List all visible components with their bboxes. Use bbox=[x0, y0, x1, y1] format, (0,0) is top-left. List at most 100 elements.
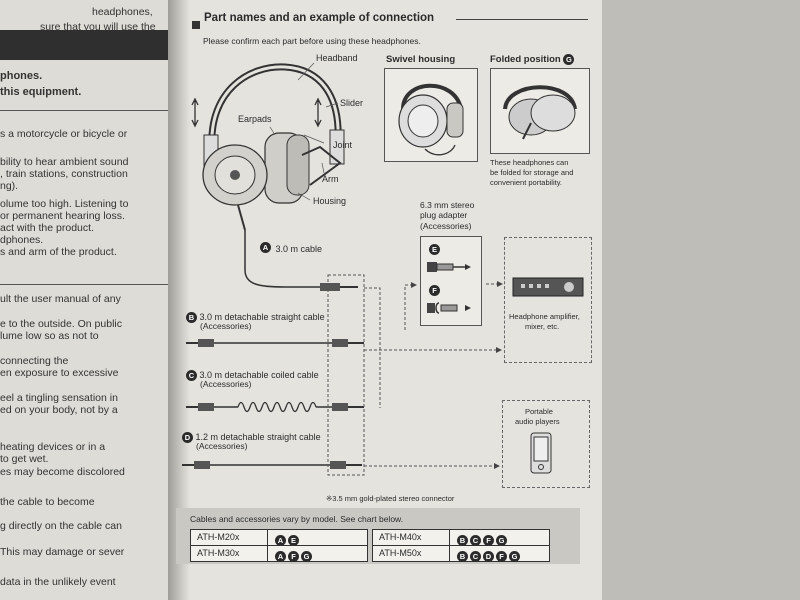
portable-panel: Portable audio players bbox=[502, 400, 590, 488]
swivel-illustration bbox=[398, 83, 464, 156]
adapter-f-icon bbox=[427, 302, 471, 314]
amp-label-1: Headphone amplifier, bbox=[509, 312, 580, 321]
badge: C bbox=[470, 535, 481, 547]
badge: A bbox=[275, 551, 286, 563]
label-earpads: Earpads bbox=[238, 114, 272, 124]
left-page-line: s a motorcycle or bicycle or bbox=[0, 128, 128, 140]
badge: C bbox=[470, 551, 481, 563]
divider bbox=[0, 284, 178, 285]
left-page: headphones, sure that you will use the pho… bbox=[0, 0, 178, 600]
left-page-line: ult the user manual of any bbox=[0, 293, 121, 305]
player-icon bbox=[530, 432, 552, 474]
connection-lines bbox=[327, 274, 503, 476]
left-page-line: connecting the bbox=[0, 355, 69, 367]
badge: F bbox=[288, 551, 299, 563]
left-page-line: phones. bbox=[0, 70, 43, 82]
label-housing: Housing bbox=[313, 196, 347, 206]
left-page-line: s and arm of the product. bbox=[0, 246, 117, 258]
left-page-line: lume low so as not to bbox=[0, 330, 99, 342]
model-name: ATH-M50x bbox=[379, 548, 422, 558]
badge: B bbox=[457, 535, 468, 547]
left-page-line: e to the outside. On public bbox=[0, 318, 122, 330]
cable-d-sub: (Accessories) bbox=[196, 441, 248, 451]
cable-c-illustration bbox=[186, 401, 364, 413]
divider bbox=[449, 546, 450, 561]
portable-label-1: Portable bbox=[525, 407, 553, 416]
label-slider: Slider bbox=[340, 98, 364, 108]
cable-b-title: B 3.0 m detachable straight cable bbox=[186, 312, 325, 324]
swivel-panel bbox=[384, 68, 478, 162]
badge: G bbox=[301, 551, 312, 563]
divider bbox=[267, 530, 268, 545]
cable-a-text: 3.0 m cable bbox=[275, 244, 322, 254]
left-page-line: act with the product. bbox=[0, 222, 94, 234]
cable-b-illustration bbox=[186, 339, 364, 347]
adapter-e-icon bbox=[427, 262, 471, 272]
headphones-illustration bbox=[191, 62, 345, 231]
model-name: ATH-M40x bbox=[379, 532, 422, 542]
left-page-line: sure that you will use the bbox=[40, 21, 156, 33]
badge-g: G bbox=[563, 54, 575, 65]
cable-a-illustration bbox=[244, 230, 358, 291]
model-name: ATH-M30x bbox=[197, 548, 240, 558]
left-page-line: , train stations, construction bbox=[0, 168, 128, 180]
model-name: ATH-M20x bbox=[197, 532, 240, 542]
left-page-line: data in the unlikely event bbox=[0, 576, 116, 588]
label-joint: Joint bbox=[333, 140, 353, 150]
badge: G bbox=[509, 551, 520, 563]
amp-panel: Headphone amplifier, mixer, etc. bbox=[504, 237, 592, 363]
left-page-line: headphones, bbox=[92, 6, 153, 18]
folded-panel bbox=[490, 68, 590, 154]
badge-d: D bbox=[182, 432, 193, 444]
adapter-label-1: 6.3 mm stereo bbox=[420, 200, 475, 210]
cable-d-text: 1.2 m detachable straight cable bbox=[195, 432, 321, 442]
adapter-label-2: plug adapter bbox=[420, 210, 468, 220]
adapter-panel: E F bbox=[420, 236, 482, 326]
folded-note-3: convenient portability. bbox=[490, 178, 562, 187]
left-page-line: en exposure to excessive bbox=[0, 367, 119, 379]
badge: A bbox=[275, 535, 286, 547]
left-page-line: the cable to become bbox=[0, 496, 95, 508]
left-page-line: to get wet. bbox=[0, 453, 49, 465]
left-page-line: es may become discolored bbox=[0, 466, 125, 478]
folded-title: Folded position G bbox=[490, 54, 575, 66]
badge: D bbox=[483, 551, 494, 563]
cable-a-label: A 3.0 m cable bbox=[260, 239, 322, 257]
model-note: Cables and accessories vary by model. Se… bbox=[190, 514, 404, 524]
connector-note: ※3.5 mm gold-plated stereo connector bbox=[326, 494, 455, 503]
left-page-line: This may damage or sever bbox=[0, 546, 125, 558]
divider bbox=[449, 530, 450, 545]
section-bullet bbox=[192, 21, 200, 29]
left-page-line: bility to hear ambient sound bbox=[0, 156, 129, 168]
badge: F bbox=[496, 551, 507, 563]
badge-b: B bbox=[186, 312, 197, 324]
left-page-line: this equipment. bbox=[0, 86, 82, 98]
cable-c-sub: (Accessories) bbox=[200, 379, 252, 389]
label-arm: Arm bbox=[322, 174, 339, 184]
cable-d-title: D 1.2 m detachable straight cable bbox=[182, 432, 321, 444]
label-headband: Headband bbox=[316, 53, 358, 63]
left-page-line: g directly on the cable can bbox=[0, 520, 122, 532]
folded-title-text: Folded position bbox=[490, 54, 561, 66]
section-subtitle: Please confirm each part before using th… bbox=[203, 36, 421, 46]
badge-c: C bbox=[186, 370, 197, 382]
badge-f: F bbox=[429, 285, 440, 296]
swivel-title: Swivel housing bbox=[386, 54, 456, 65]
folded-illustration bbox=[503, 85, 577, 140]
left-page-line: dphones. bbox=[0, 234, 44, 246]
title-rule bbox=[456, 19, 588, 20]
black-banner bbox=[0, 30, 178, 60]
cable-c-title: C 3.0 m detachable coiled cable bbox=[186, 370, 319, 382]
model-chart: Cables and accessories vary by model. Se… bbox=[176, 508, 580, 564]
cable-c-text: 3.0 m detachable coiled cable bbox=[199, 370, 319, 380]
badge: F bbox=[483, 535, 494, 547]
amplifier-icon bbox=[512, 277, 584, 297]
background-surface bbox=[602, 0, 800, 600]
